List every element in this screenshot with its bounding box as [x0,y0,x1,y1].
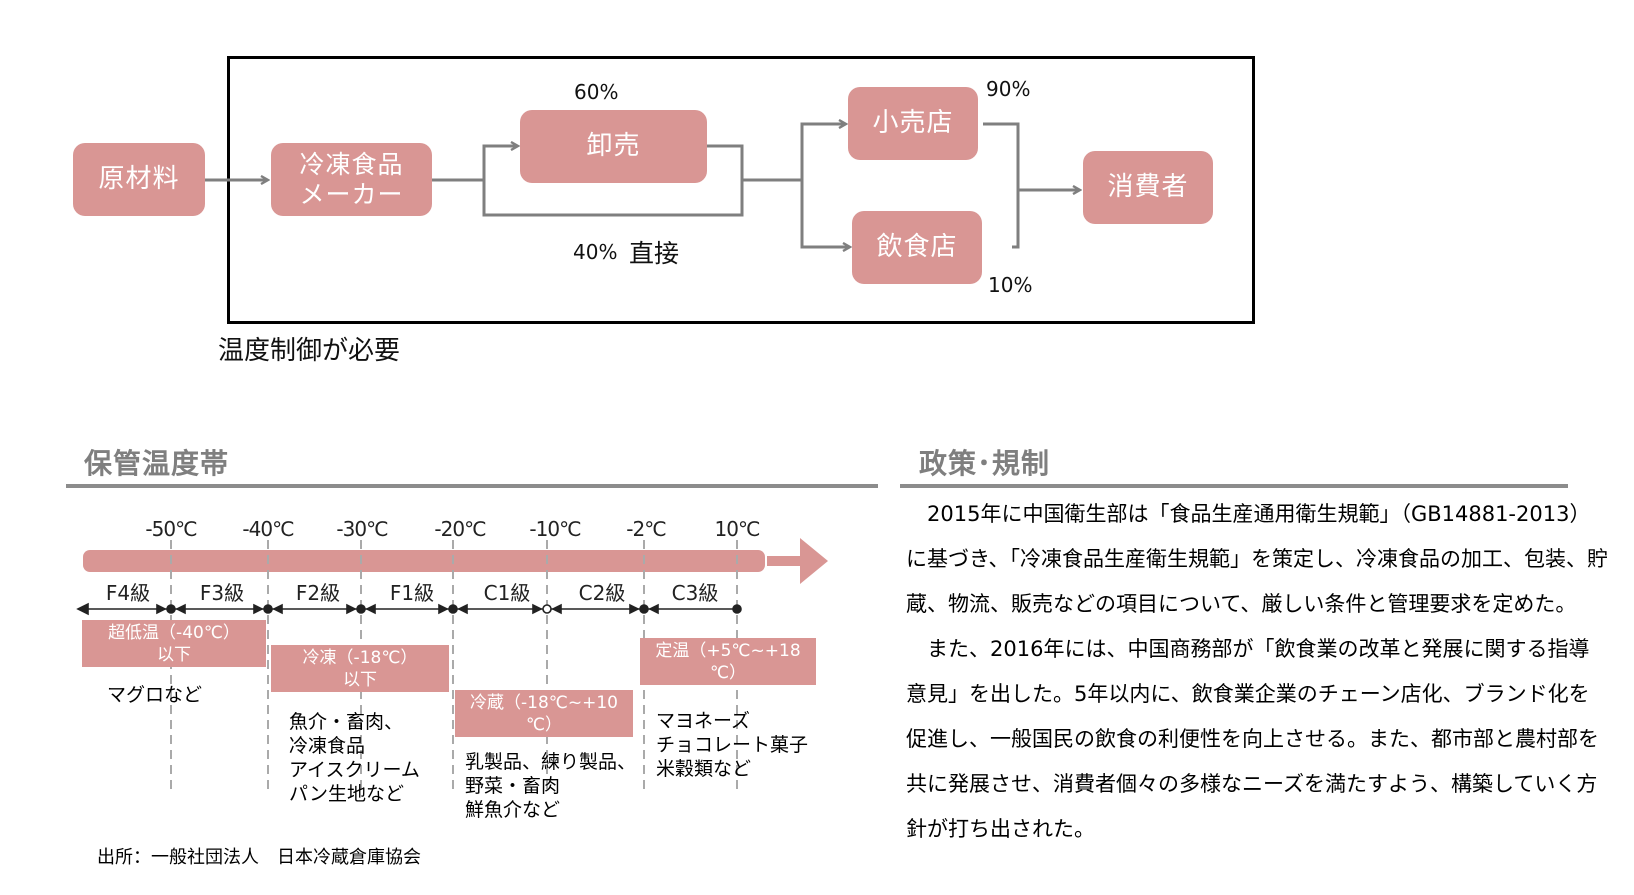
temp-label: -10℃ [529,517,581,541]
temp-label: 10℃ [714,517,761,541]
grade-label: F1級 [389,581,435,605]
tick-50 [166,604,176,614]
tick-10p [732,604,742,614]
seg-arrow-l3 [346,603,357,615]
grade-label: C2級 [578,581,626,605]
policy-section-title: 政策･規制 [919,447,1051,480]
line-direct [482,178,744,217]
zone-chilled: 冷蔵（-18℃~+10 ℃） [455,690,633,737]
node-retail-store: 小売店 [848,87,978,160]
temp-label: -50℃ [145,517,197,541]
zone-frozen: 冷凍（-18℃） 以下 [271,645,449,692]
pct-retail: 90% [986,77,1031,101]
seg-arrow-1 [175,603,186,615]
node-raw-material: 原材料 [73,143,205,216]
grade-axis-left-arrow [76,602,89,616]
seg-arrow-l5 [532,603,543,615]
temperature-control-note: 温度制御が必要 [218,336,401,366]
line-retail-out [983,122,1020,190]
temperature-control-frame [227,56,1255,324]
zone-ultra-low-examples: マグロなど [107,684,203,706]
grade-label: F4級 [105,581,151,605]
tick-2 [639,604,649,614]
temperature-band-arrowhead [767,538,828,584]
temp-label: -30℃ [336,517,388,541]
policy-paragraph: 2015年に中国衛生部は「食品生産通用衛生規範」（GB14881-2013）に基… [906,502,1609,616]
storage-section-rule [66,484,878,488]
line-restaurant-out [1012,190,1020,249]
grade-label: C1級 [483,581,531,605]
pct-restaurant: 10% [988,273,1033,297]
arrow-to-retail [800,124,846,180]
grade-label: F3級 [199,581,245,605]
zone-constant-temp-examples: マヨネーズ チョコレート菓子 米穀類など [656,710,809,780]
zone-chilled-examples: 乳製品、練り製品、 野菜・畜肉 鮮魚介など [465,751,637,821]
storage-section-title: 保管温度帯 [84,447,230,480]
node-wholesale: 卸売 [520,110,707,183]
seg-arrow-4 [457,603,468,615]
temp-label: -40℃ [242,517,294,541]
node-restaurant: 飲食店 [852,211,982,284]
pct-wholesale: 60% [574,80,619,104]
policy-section-rule [900,484,1568,488]
seg-arrow-l4 [438,603,449,615]
seg-arrow-3 [365,603,376,615]
tick-40 [263,604,273,614]
zone-ultra-low: 超低温（-40℃） 以下 [82,620,266,667]
grade-label: C3級 [671,581,719,605]
seg-arrow-l6 [629,603,640,615]
tick-30 [356,604,366,614]
policy-text: 2015年に中国衛生部は「食品生産通用衛生規範」（GB14881-2013）に基… [906,492,1610,852]
pct-direct: 40% [573,240,618,264]
policy-paragraph: また、2016年には、中国商務部が「飲食業の改革と発展に関する指導意見」を出した… [906,637,1599,841]
arrow-to-wholesale [482,146,518,213]
tick-10 [542,604,552,614]
temperature-band [83,550,765,572]
source-note: 出所：一般社団法人 日本冷蔵倉庫協会 [97,847,421,868]
label-direct: 直接 [629,239,680,268]
flow-connectors [205,0,1634,360]
tick-20 [448,604,458,614]
grade-label: F2級 [295,581,341,605]
zone-constant-temp: 定温（+5℃~+18 ℃） [640,638,816,685]
node-consumer: 消費者 [1083,151,1213,224]
temperature-scale [76,538,828,795]
seg-arrow-2 [272,603,283,615]
arrow-to-restaurant [800,180,850,247]
seg-arrow-6 [648,603,659,615]
temp-label: -2℃ [626,517,666,541]
temp-label: -20℃ [434,517,486,541]
seg-arrow-l2 [253,603,264,615]
zone-frozen-examples: 魚介・畜肉、 冷凍食品 アイスクリーム パン生地など [289,711,420,805]
line-wholesale-out [707,144,744,180]
node-frozen-food-maker: 冷凍食品 メーカー [271,143,432,216]
seg-arrow-5 [551,603,562,615]
seg-arrow-l1 [156,603,167,615]
